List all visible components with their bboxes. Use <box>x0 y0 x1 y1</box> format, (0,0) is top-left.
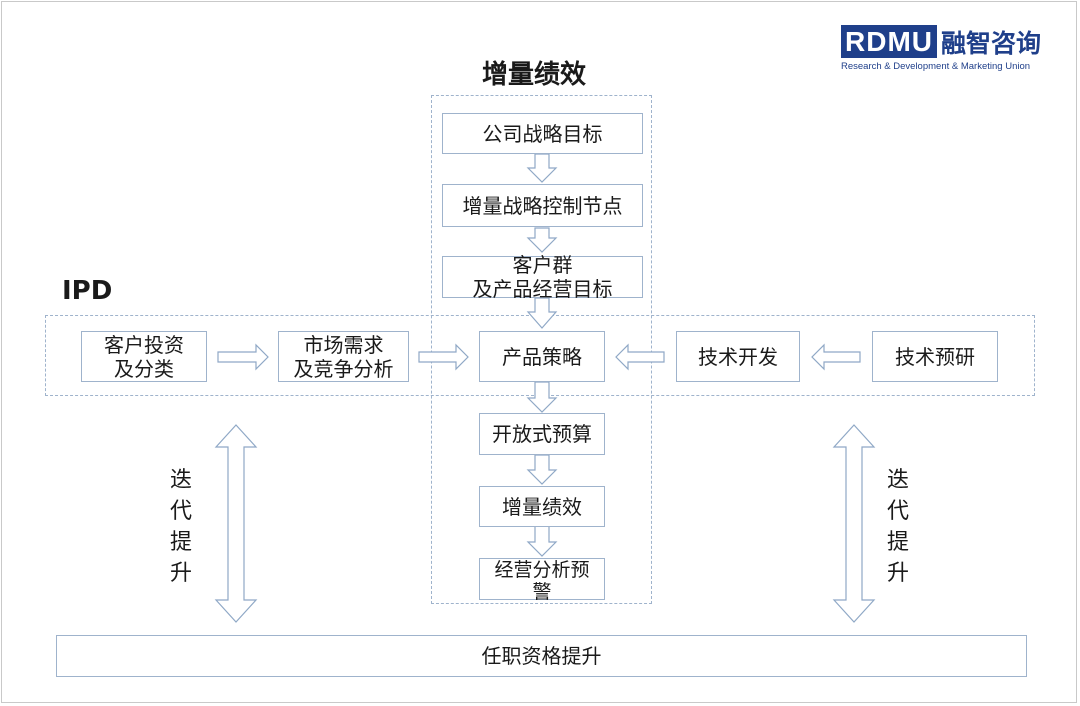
down-arrow-2 <box>526 227 558 253</box>
business-analysis-warning-box: 经营分析预 警 <box>479 558 605 603</box>
down-arrow-1 <box>526 153 558 183</box>
left-arrow-2 <box>811 343 861 371</box>
down-arrow-3 <box>526 297 558 329</box>
open-budget-box: 开放式预算 <box>479 413 605 455</box>
rdmu-logo: RDMU <box>841 25 937 58</box>
right-arrow-2 <box>418 343 469 371</box>
logo-chinese-name: 融智咨询 <box>941 29 1042 58</box>
qualification-improvement-bar: 任职资格提升 <box>56 635 1027 677</box>
down-arrow-4 <box>526 381 558 413</box>
company-strategy-goal-box: 公司战略目标 <box>442 113 643 154</box>
technology-pre-research-box: 技术预研 <box>872 331 998 382</box>
iteration-label-right: 迭代提升 <box>886 468 909 586</box>
right-arrow-1 <box>217 343 269 371</box>
ipd-heading: IPD <box>62 276 113 306</box>
incremental-performance-heading: 增量绩效 <box>482 60 587 90</box>
double-arrow-right <box>832 424 876 623</box>
customer-investment-classification-box: 客户投资 及分类 <box>81 331 207 382</box>
incremental-performance-container <box>431 95 652 604</box>
left-arrow-1 <box>615 343 665 371</box>
down-arrow-5 <box>526 454 558 485</box>
technology-development-box: 技术开发 <box>676 331 800 382</box>
logo-tagline: Research & Development & Marketing Union <box>841 61 1031 72</box>
iteration-label-left: 迭代提升 <box>169 468 192 586</box>
incremental-strategy-control-node-box: 增量战略控制节点 <box>442 184 643 227</box>
product-strategy-box: 产品策略 <box>479 331 605 382</box>
incremental-performance-box: 增量绩效 <box>479 486 605 527</box>
double-arrow-left <box>214 424 258 623</box>
down-arrow-6 <box>526 525 558 557</box>
market-demand-competition-box: 市场需求 及竞争分析 <box>278 331 409 382</box>
customer-group-product-goal-box: 客户群 及产品经营目标 <box>442 253 643 301</box>
